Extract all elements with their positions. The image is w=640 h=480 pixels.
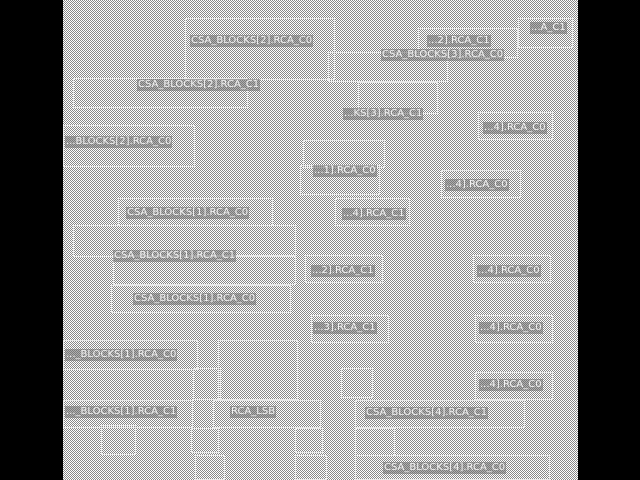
- cell-outline: [355, 428, 395, 456]
- floorplan-canvas[interactable]: CSA_BLOCKS[2].RCA_C0 ...2].RCA_C1 ...A_C…: [63, 0, 578, 480]
- cell-label[interactable]: ...3].RCA_C1: [313, 322, 377, 334]
- cell-label[interactable]: CSA_BLOCKS[2].RCA_C0: [190, 35, 314, 47]
- cell-outline: [473, 255, 551, 283]
- cell-label[interactable]: ...4].RCA_C1: [342, 208, 406, 220]
- cell-outline: [63, 340, 198, 370]
- cell-outline: [63, 125, 195, 167]
- cell-label[interactable]: ...4].RCA_C0: [477, 265, 541, 277]
- cell-label[interactable]: CSA_BLOCKS[4].RCA_C1: [365, 407, 489, 419]
- cell-outline: [213, 400, 321, 428]
- cell-label[interactable]: ...4].RCA_C0: [479, 379, 543, 391]
- cell-outline: [101, 425, 136, 455]
- cell-label[interactable]: ...A_C1: [530, 22, 567, 34]
- cell-outline: [341, 368, 373, 398]
- cell-outline: [73, 78, 248, 108]
- cell-label[interactable]: ...2].RCA_C1: [311, 265, 375, 277]
- cell-outline: [191, 428, 219, 453]
- cell-outline: [218, 340, 298, 400]
- cell-label[interactable]: ..._BLOCKS[1].RCA_C0: [65, 349, 178, 361]
- cell-label[interactable]: ...4].RCA_C0: [479, 322, 543, 334]
- cell-label[interactable]: CSA_BLOCKS[4].RCA_C0: [383, 462, 507, 474]
- cell-label[interactable]: CSA_BLOCKS[1].RCA_C0: [126, 207, 250, 219]
- cell-outline: [295, 428, 323, 453]
- cell-label[interactable]: ...BLOCKS[2].RCA_C0: [65, 136, 173, 148]
- cell-outline: [441, 170, 521, 198]
- cell-outline: [311, 315, 389, 343]
- cell-outline: [195, 455, 225, 480]
- cell-label[interactable]: CSA_BLOCKS[2].RCA_C1: [137, 79, 261, 91]
- cell-outline: [475, 372, 553, 400]
- cell-label[interactable]: ...2].RCA_C1: [427, 35, 491, 47]
- cell-outline: [518, 18, 573, 48]
- cell-outline: [335, 198, 410, 226]
- cell-outline: [295, 455, 327, 480]
- cell-label[interactable]: ..._BLOCKS[1].RCA_C1: [65, 406, 178, 418]
- cell-outline: [478, 112, 553, 140]
- cell-label[interactable]: CSA_BLOCKS[3].RCA_C0: [381, 49, 505, 61]
- cell-outline: [111, 285, 291, 313]
- cell-outline: [475, 315, 553, 343]
- cell-outline: [303, 140, 385, 168]
- cell-outline: [185, 18, 335, 80]
- cell-label[interactable]: CSA_BLOCKS[1].RCA_C0: [133, 293, 257, 305]
- cell-label[interactable]: ...1].RCA_C0: [313, 165, 377, 177]
- cell-label[interactable]: ...4].RCA_C0: [445, 179, 509, 191]
- cell-outline: [63, 400, 193, 428]
- cell-label[interactable]: ...4].RCA_C0: [483, 122, 547, 134]
- cell-label[interactable]: CSA_BLOCKS[1].RCA_C1: [113, 250, 237, 262]
- cell-outline: [305, 255, 383, 283]
- cell-label[interactable]: RCA_LSB: [230, 406, 277, 418]
- cell-outline: [355, 400, 525, 428]
- cell-label[interactable]: ...KS[3].RCA_C1: [343, 108, 424, 120]
- cell-outline: [193, 368, 221, 400]
